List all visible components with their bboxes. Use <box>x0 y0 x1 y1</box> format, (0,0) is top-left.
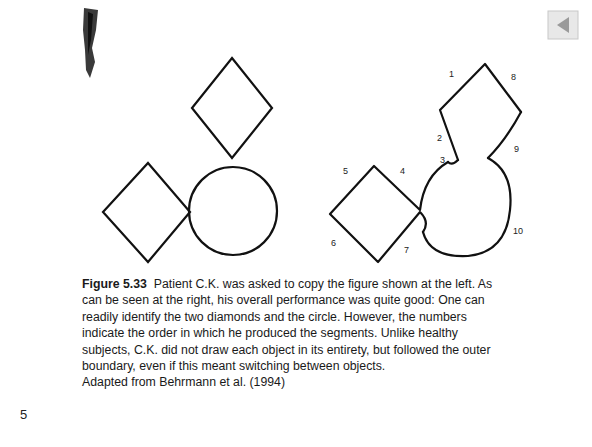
circle <box>189 167 277 255</box>
source-note: Adapted from Behrmann et al. (1994) <box>82 374 494 390</box>
copy-segments-4-5-6-7 <box>330 162 448 262</box>
back-arrow-icon <box>557 17 569 33</box>
callout-number: 2 <box>437 133 442 143</box>
slide-number: 5 <box>20 408 27 422</box>
callout-number: 7 <box>404 245 409 255</box>
patient-copy <box>330 64 521 262</box>
callout-number: 1 <box>449 69 454 79</box>
callout-number: 6 <box>331 238 336 248</box>
scan-smudge <box>88 12 93 55</box>
copy-segments-2-1-8 <box>440 64 521 160</box>
back-button <box>548 11 578 39</box>
callout-number: 9 <box>514 144 519 154</box>
left-diamond <box>103 163 190 262</box>
figure-caption: Patient C.K. was asked to copy the figur… <box>82 277 492 373</box>
callout-number: 8 <box>511 72 516 82</box>
callout-number: 10 <box>513 226 523 236</box>
copy-segment-9 <box>488 112 521 158</box>
original-figure <box>103 58 277 262</box>
figure-number: Figure 5.33 <box>82 277 147 291</box>
caption-paragraph: Figure 5.33 Patient C.K. was asked to co… <box>82 276 494 374</box>
top-diamond <box>192 58 272 158</box>
scan-smudge <box>83 8 98 78</box>
copy-segment-3 <box>448 160 458 164</box>
caption-block: Figure 5.33 Patient C.K. was asked to co… <box>82 276 494 391</box>
callout-number: 5 <box>343 166 348 176</box>
callout-number: 3 <box>440 155 445 165</box>
callout-number: 4 <box>400 166 405 176</box>
